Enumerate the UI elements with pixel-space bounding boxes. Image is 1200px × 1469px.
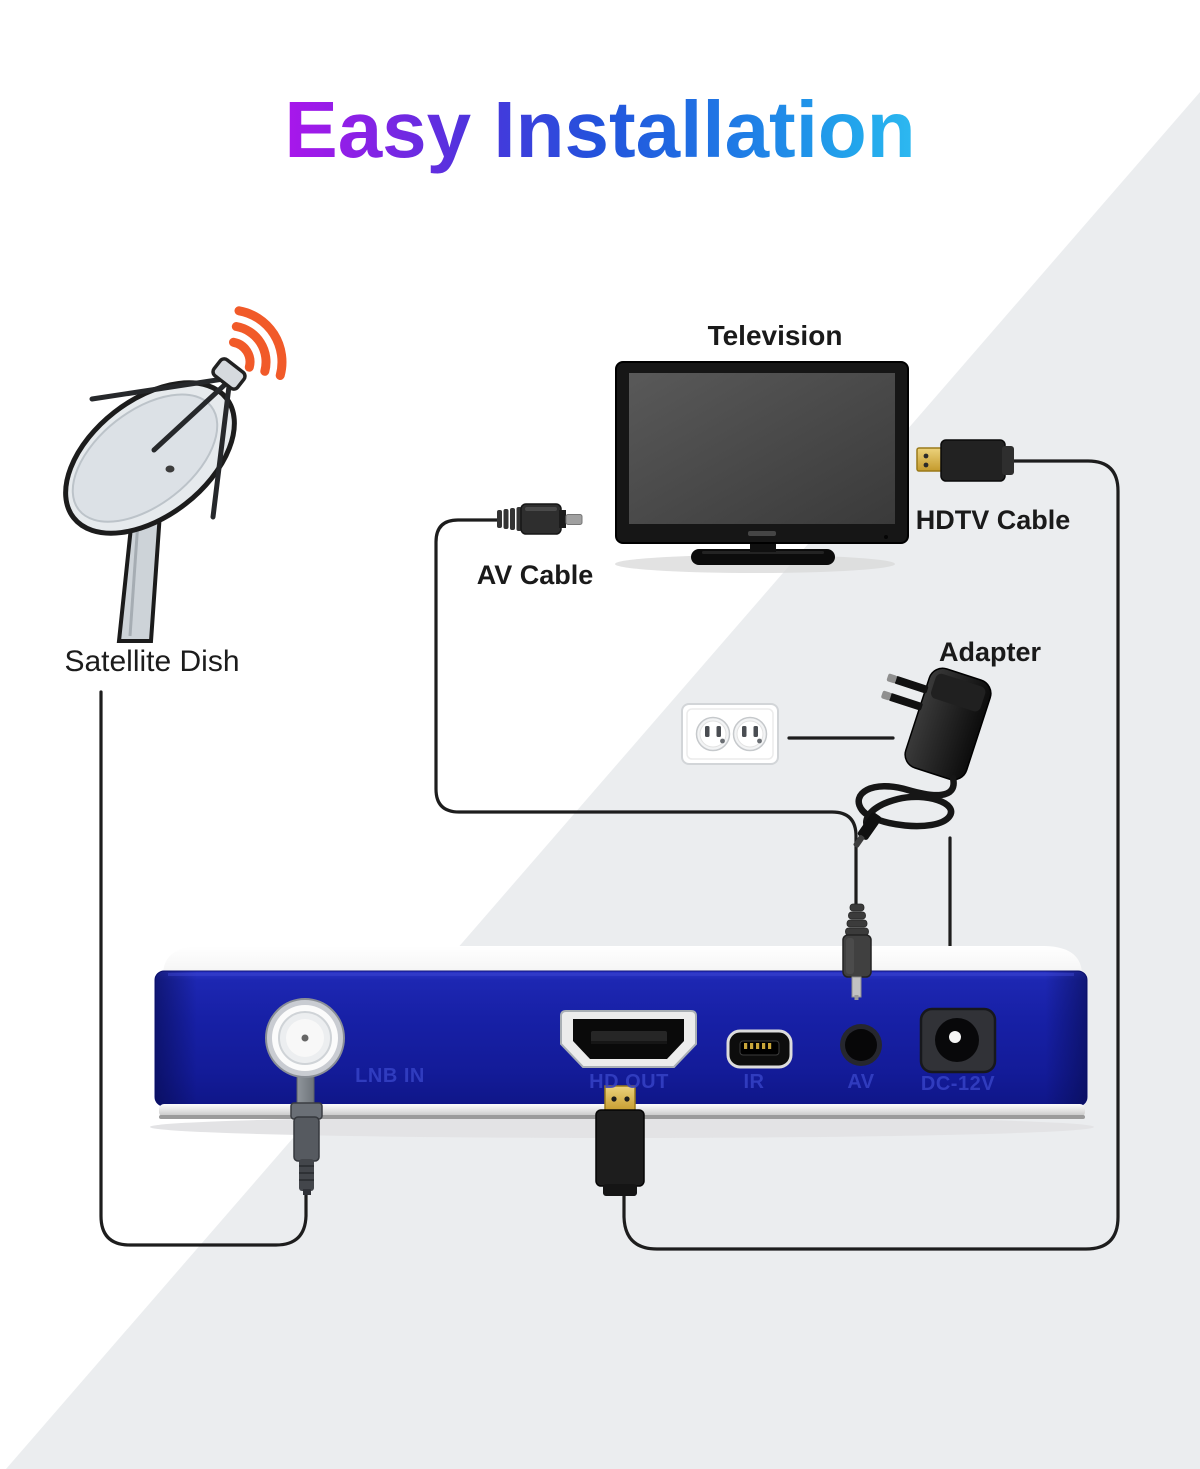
coax-plug-below-receiver bbox=[290, 1102, 323, 1195]
hdtv-cable-connector bbox=[916, 439, 1014, 482]
cable-dish-to-lnb bbox=[99, 690, 308, 1247]
cables bbox=[99, 459, 1120, 1251]
port-lnb-in bbox=[265, 998, 345, 1107]
hdmi-plug-below-receiver bbox=[595, 1085, 645, 1196]
cable-av-loop bbox=[434, 518, 858, 908]
port-label-lnb-in: LNB IN bbox=[355, 1065, 425, 1087]
adapter-cord-coil bbox=[855, 774, 957, 834]
av-cable-label: AV Cable bbox=[476, 560, 594, 590]
cable-hdtv-loop bbox=[622, 459, 1120, 1251]
av-cable-connector bbox=[497, 503, 583, 535]
satellite-dish-label: Satellite Dish bbox=[64, 645, 240, 678]
port-label-av: AV bbox=[847, 1071, 875, 1093]
dish-feed-horn bbox=[211, 357, 247, 391]
port-hd-out bbox=[560, 1010, 697, 1068]
wall-outlet bbox=[681, 703, 779, 765]
television-label: Television bbox=[707, 320, 843, 351]
dish-struts bbox=[89, 375, 234, 520]
adapter-dc-plug bbox=[853, 812, 882, 848]
port-label-hd-out: HD OUT bbox=[589, 1071, 669, 1093]
outlet-socket-left bbox=[695, 716, 731, 752]
tv-screen bbox=[629, 373, 895, 524]
television-illustration bbox=[615, 361, 909, 573]
port-label-ir: IR bbox=[743, 1071, 765, 1093]
background-diagonal bbox=[6, 92, 1200, 1469]
port-ir bbox=[726, 1029, 793, 1069]
power-adapter bbox=[853, 667, 992, 848]
port-av bbox=[840, 1024, 882, 1066]
outlet-socket-right bbox=[732, 716, 768, 752]
av-plug-into-receiver bbox=[842, 903, 872, 1000]
port-dc-12v bbox=[919, 1007, 997, 1074]
port-label-dc-12v: DC-12V bbox=[920, 1073, 996, 1095]
hdtv-cable-label: HDTV Cable bbox=[915, 505, 1071, 535]
satellite-dish-illustration bbox=[63, 306, 287, 643]
adapter-label: Adapter bbox=[938, 637, 1041, 667]
signal-waves-icon bbox=[229, 306, 287, 380]
page-title: Easy Installation bbox=[0, 84, 1200, 176]
